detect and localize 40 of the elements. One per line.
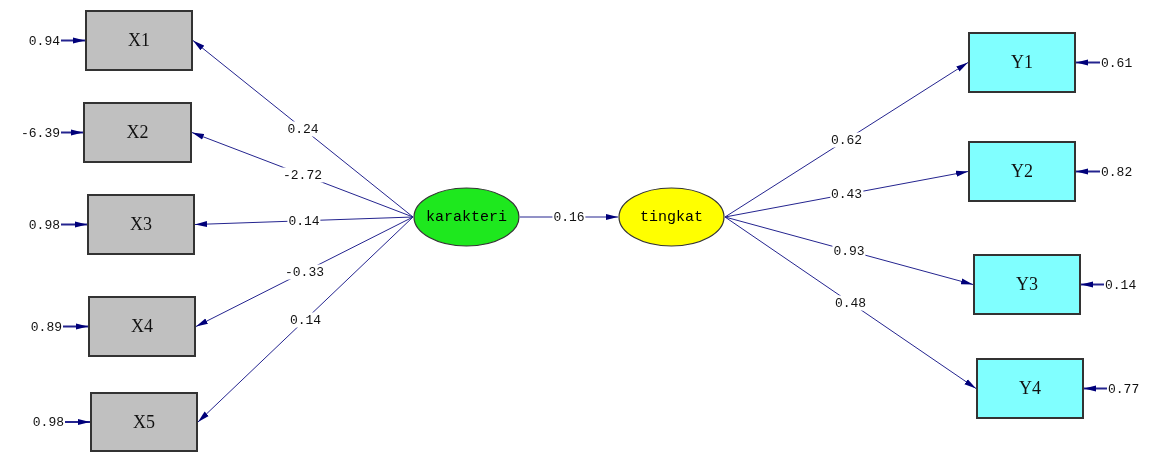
- arrow: [62, 323, 89, 330]
- arrow: [60, 37, 86, 44]
- error-variance: 0.14: [1105, 277, 1154, 293]
- error-variance: 0.61: [1101, 55, 1151, 71]
- arrow: [64, 419, 91, 425]
- edge-label: 0.62: [829, 132, 864, 148]
- arrow: [1075, 168, 1101, 175]
- arrow: [1083, 385, 1108, 392]
- arrow: [192, 40, 414, 218]
- latent-variable-ellipse: karakteri: [413, 187, 520, 247]
- observed-variable-box: Y3: [973, 254, 1081, 315]
- observed-variable-box: X5: [90, 392, 198, 452]
- observed-variable-box: Y4: [976, 358, 1084, 419]
- latent-variable-ellipse: tingkat: [618, 187, 725, 247]
- observed-variable-box: Y1: [968, 32, 1076, 93]
- error-variance: 0.98: [14, 414, 64, 430]
- error-variance: 0.89: [12, 319, 62, 335]
- edge-label: -0.33: [284, 264, 325, 280]
- edge-label: -2.72: [282, 167, 323, 183]
- observed-variable-box: X1: [85, 10, 193, 71]
- error-variance: -6.39: [4, 125, 60, 141]
- arrow: [1080, 281, 1105, 288]
- edge-label: 0.48: [833, 295, 868, 311]
- error-variance: 0.77: [1108, 381, 1154, 397]
- arrow: [197, 216, 414, 423]
- edge-label: 0.93: [832, 243, 866, 259]
- observed-variable-box: X3: [87, 194, 195, 255]
- edge-label: 0.14: [288, 312, 323, 327]
- edge-label: 0.24: [286, 121, 320, 137]
- arrow: [60, 221, 88, 228]
- error-variance: 0.94: [10, 33, 60, 49]
- arrow: [724, 216, 977, 389]
- error-variance: 0.82: [1101, 164, 1151, 180]
- arrow: [1075, 59, 1101, 66]
- observed-variable-box: X4: [88, 296, 196, 357]
- observed-variable-box: X2: [83, 102, 192, 163]
- arrow: [60, 129, 84, 136]
- observed-variable-box: Y2: [968, 141, 1076, 202]
- arrow: [724, 62, 969, 218]
- error-variance: 0.98: [10, 217, 60, 233]
